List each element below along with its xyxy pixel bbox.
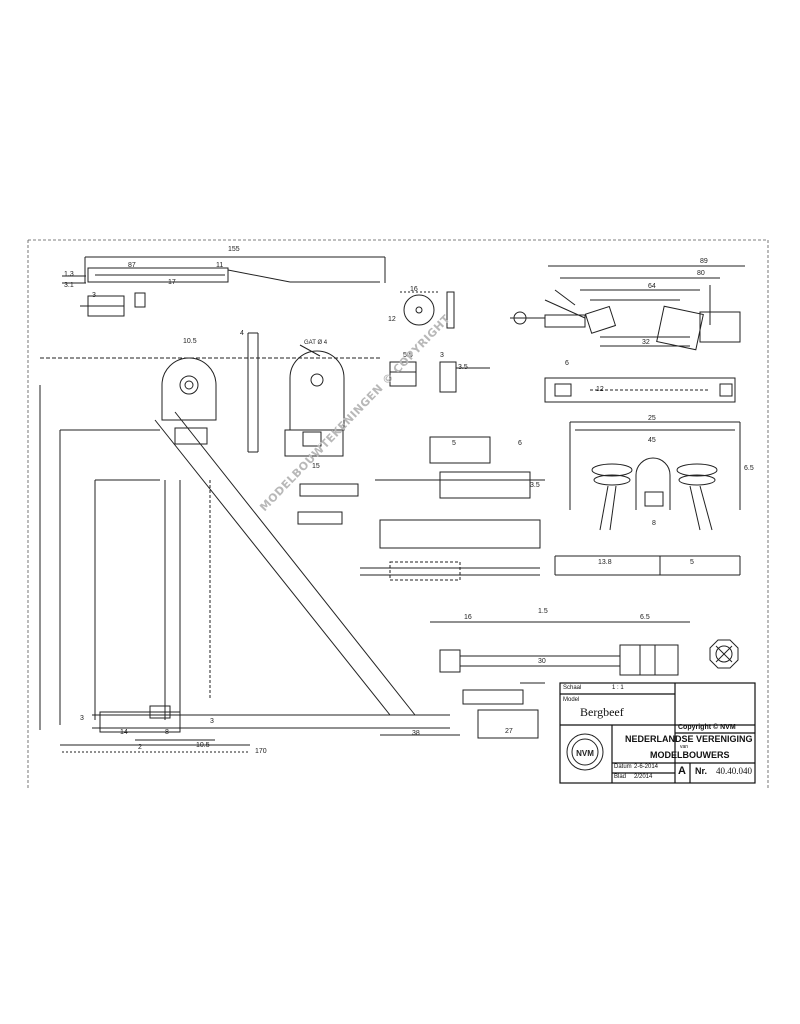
dim-label: 30 [538,658,546,665]
title-value-number: 40.40.040 [716,766,752,776]
dim-label: 3 [210,718,214,725]
part-rod-nut [430,621,739,739]
title-label-scale: Schaal [563,685,582,691]
dim-label: 12 [388,316,396,323]
title-label-number: Nr. [695,766,708,776]
dim-label: 16 [464,614,472,621]
dim-label: 3.1 [64,282,74,289]
part-long-strip [62,256,386,284]
title-value-sheet: 2/2014 [634,774,653,780]
dim-label: 3 [80,715,84,722]
part-small-details [297,361,545,581]
callout-hole-label: GAT Ø 4 [304,340,328,346]
dim-label: 12 [596,386,604,393]
dim-label: 1.3 [64,271,74,278]
title-block-frame [559,682,756,784]
dim-label: 14 [120,729,128,736]
part-washer [400,291,455,329]
part-top-right-assembly [510,265,745,351]
part-lug [247,332,345,457]
dim-label: 10.5 [183,338,197,345]
dim-label: 25 [648,415,656,422]
dim-label: 10.5 [196,742,210,749]
dim-label: 6 [518,440,522,447]
dim-label: 2 [138,744,142,751]
title-label-sheet: Blad [614,774,627,780]
dim-label: 32 [642,339,650,346]
dim-label: 8 [652,520,656,527]
part-small-bracket [80,292,146,317]
dim-label: 89 [700,258,708,265]
title-copyright: Copyright © NVM [678,724,736,731]
title-value-scale: 1 : 1 [612,685,624,691]
title-value-model: Bergbeef [580,705,624,719]
dim-label: 87 [128,262,136,269]
dim-label: 155 [228,246,240,253]
society-seal: NVM [566,733,604,771]
dim-label: 3.5 [458,364,468,371]
society-name-line1: NEDERLANDSE VERENIGING [625,734,753,744]
dim-label: 5 [690,559,694,566]
dim-label: 15 [312,463,320,470]
title-label-model: Model [563,697,580,703]
dim-label: 5.5 [403,352,413,359]
society-name-line2: van [680,744,689,750]
sheet-frame [27,239,769,790]
dim-label: 17 [168,279,176,286]
part-main-frame [39,357,460,753]
dim-label: 64 [648,283,656,290]
dim-label: 170 [255,748,267,755]
dim-label: 16 [410,286,418,293]
part-right-bar [544,377,736,403]
seal-text: NVM [576,749,594,758]
dim-label: 38 [412,730,420,737]
dim-label: 80 [697,270,705,277]
title-value-date: 2-6-2014 [634,764,659,770]
title-label-date: Datum [614,764,632,770]
dim-label: 4 [240,330,244,337]
part-yoke-view [554,421,741,576]
dim-label: 13.8 [598,559,612,566]
dim-label: 3.5 [530,482,540,489]
dim-label: 27 [505,728,513,735]
dim-label: 5 [452,440,456,447]
dim-label: 6 [565,360,569,367]
dim-label: 8 [165,729,169,736]
dim-label: 3 [92,292,96,299]
dim-label: 3 [440,352,444,359]
dim-label: 11 [216,262,224,269]
dim-label: 45 [648,437,656,444]
dim-label: 6.5 [744,465,754,472]
society-name-line3: MODELBOUWERS [650,750,730,760]
dim-label: 6.5 [640,614,650,621]
title-sheet-size: A [678,765,686,777]
dim-label: 1.5 [538,608,548,615]
